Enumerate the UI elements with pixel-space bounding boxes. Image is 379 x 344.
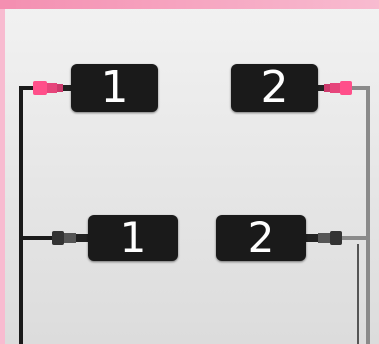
electrode-pad-lower-left: 1 [88, 215, 178, 261]
pad-number-label: 1 [101, 66, 129, 110]
electrode-pad-lower-right: 2 [216, 215, 306, 261]
lower-right-connector-plug [302, 231, 342, 245]
upper-left-connector-plug [33, 81, 73, 95]
pad-number-label: 1 [120, 217, 147, 259]
electrode-pad-upper-right: 2 [231, 64, 318, 112]
pad-number-label: 2 [261, 66, 289, 110]
pad-number-label: 2 [248, 217, 275, 259]
upper-right-connector-plug [314, 81, 352, 95]
electrode-pad-upper-left: 1 [71, 64, 158, 112]
left-lead-wire [21, 88, 34, 344]
lower-left-connector-plug [52, 231, 92, 245]
